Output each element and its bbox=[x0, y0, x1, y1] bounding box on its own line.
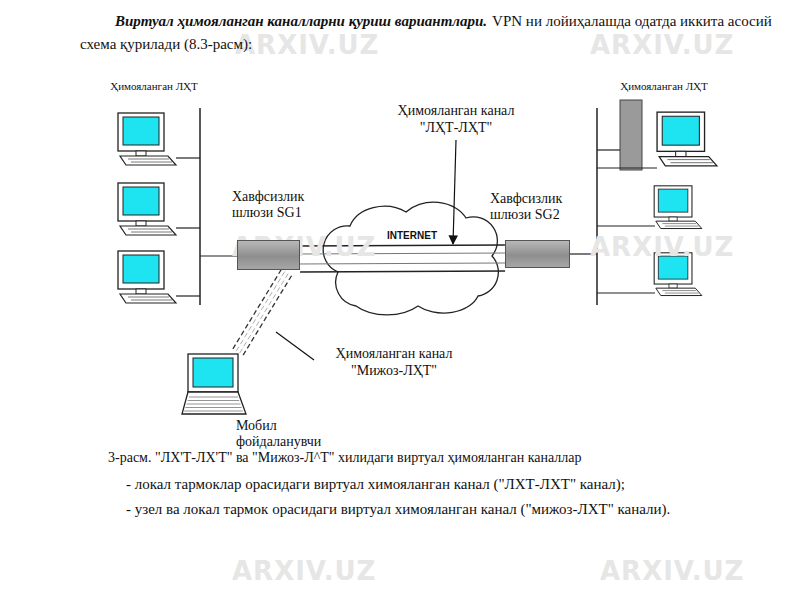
channel-label: Ҳимояланган канал "Мижоз-ЛҲТ" bbox=[316, 345, 472, 379]
node-label: Мобил фойдаланувчи bbox=[236, 418, 348, 450]
secure-tunnel bbox=[233, 267, 293, 355]
left-lan bbox=[118, 108, 237, 305]
watermark: ARXIV.UZ bbox=[590, 232, 734, 262]
watermark: ARXIV.UZ bbox=[600, 556, 744, 586]
lan-label: Ҳимояланган ЛҲТ bbox=[618, 80, 710, 93]
node-label: Хавфсизлик шлюзи SG2 bbox=[490, 191, 590, 223]
security-gateway: Хавфсизлик шлюзи SG1 bbox=[237, 240, 300, 270]
figure-caption: 3-расм. "ЛХ'Т-ЛХ'Т" ва "Мижоз-Л^Т" хилид… bbox=[108, 449, 788, 467]
right-lan bbox=[570, 100, 717, 305]
bullet-text: - локал тармоклар орасидаги виртуал химо… bbox=[80, 472, 780, 496]
watermark: ARXIV.UZ bbox=[590, 30, 734, 60]
section-title: Виртуал ҳимояланган каналларни қуриш вар… bbox=[115, 13, 487, 29]
channel-label: Ҳимояланган канал "ЛҲТ-ЛҲТ" bbox=[378, 102, 534, 136]
laptop-icon bbox=[180, 352, 248, 418]
lan-label: Ҳимояланган ЛҲТ bbox=[108, 80, 200, 93]
mobile-user-laptop: Мобил фойдаланувчи bbox=[180, 352, 248, 418]
intro-paragraph: Виртуал ҳимояланган каналларни қуриш вар… bbox=[80, 10, 792, 56]
security-gateway: Хавфсизлик шлюзи SG2 bbox=[505, 240, 570, 268]
node-label: Хавфсизлик шлюзи SG1 bbox=[232, 189, 332, 221]
leader-line bbox=[453, 140, 456, 244]
cloud-label: INTERNET bbox=[378, 230, 446, 242]
bullet-text: - узел ва локал тармок орасидаги виртуал… bbox=[80, 497, 780, 521]
watermark: ARXIV.UZ bbox=[232, 556, 376, 586]
watermark: ARXIV.UZ bbox=[235, 30, 379, 60]
leader-line bbox=[276, 332, 314, 360]
